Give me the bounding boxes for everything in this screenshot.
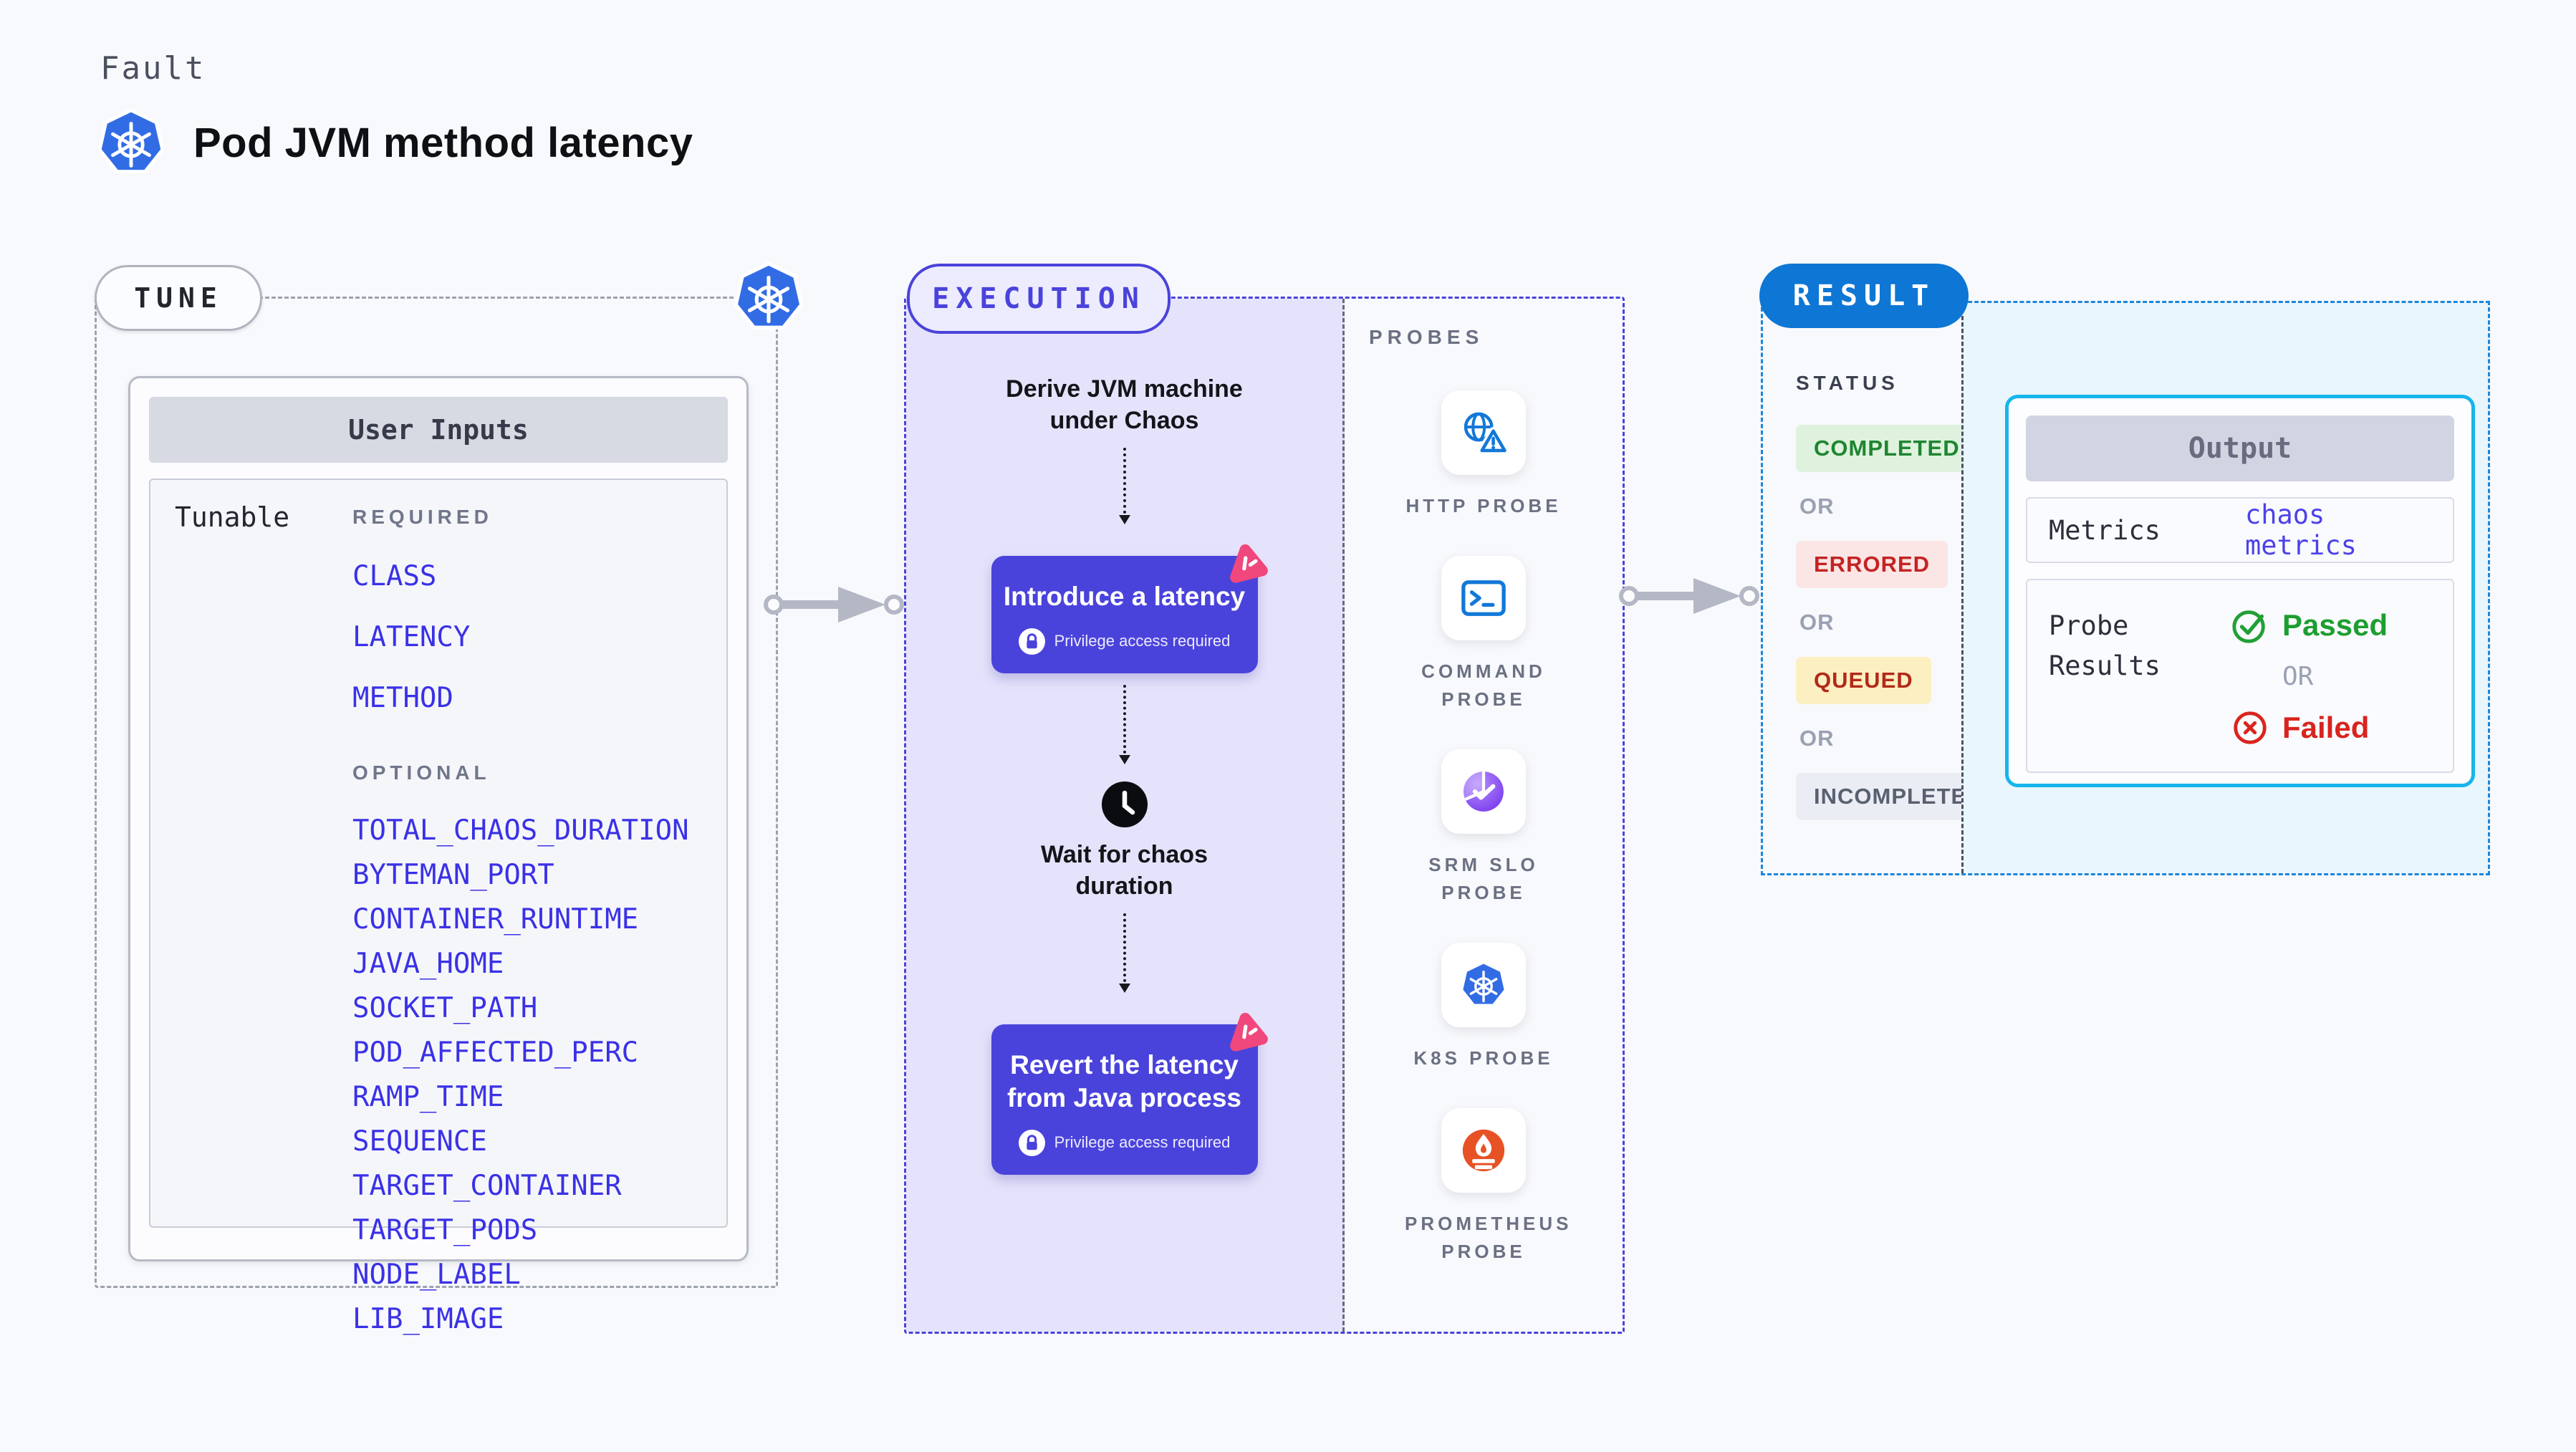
lock-icon — [1019, 1130, 1045, 1156]
tune-section-badge: TUNE — [95, 265, 262, 331]
optional-group-label: OPTIONAL — [352, 761, 491, 784]
privilege-note: Privilege access required — [1054, 1133, 1231, 1151]
metrics-value: chaos metrics — [2244, 499, 2357, 561]
failed-label: Failed — [2282, 711, 2370, 744]
metrics-row: Metrics chaos metrics — [2026, 497, 2454, 563]
execution-flow-panel: Derive JVM machine under Chaos Introduce… — [906, 299, 1345, 1332]
globe-alert-icon — [1459, 408, 1508, 457]
status-badge-queued: QUEUED — [1796, 657, 1931, 704]
failed-verdict: Failed — [2231, 708, 2388, 747]
privilege-note: Privilege access required — [1054, 632, 1231, 650]
revert-latency-title: Revert the latency from Java process — [1006, 1050, 1241, 1113]
probe-results-row: Probe Results Passed OR Failed — [2026, 579, 2454, 773]
revert-latency-card: Revert the latency from Java process Pri… — [991, 1024, 1258, 1175]
param-item: JAVA_HOME — [352, 948, 504, 980]
execution-section: Derive JVM machine under Chaos Introduce… — [904, 297, 1625, 1334]
down-arrow — [1118, 913, 1130, 993]
or-label: OR — [1799, 494, 1835, 519]
lock-icon — [1019, 628, 1045, 655]
result-section: STATUS COMPLETED OR ERRORED OR QUEUED OR… — [1761, 301, 2490, 875]
kubernetes-icon — [732, 261, 805, 334]
param-item: TOTAL_CHAOS_DURATION — [352, 814, 689, 847]
or-label: OR — [1799, 610, 1835, 635]
status-badge-completed: COMPLETED — [1796, 425, 1978, 472]
param-item: NODE_LABEL — [352, 1259, 521, 1291]
user-inputs-title: User Inputs — [149, 397, 728, 463]
execution-to-result-arrow — [1619, 573, 1759, 619]
chaos-spark-icon — [1220, 537, 1274, 591]
command-probe-card — [1441, 556, 1526, 640]
probe-name: HTTP PROBE — [1405, 495, 1562, 516]
param-item: BYTEMAN_PORT — [352, 859, 554, 891]
probe-results-label: Probe Results — [2049, 610, 2161, 681]
metrics-label: Metrics — [2049, 514, 2161, 546]
result-section-badge: RESULT — [1759, 264, 1969, 328]
k8s-probe-card — [1441, 943, 1526, 1027]
param-item: TARGET_CONTAINER — [352, 1170, 622, 1202]
user-inputs-panel: User Inputs Tunable REQUIRED CLASS LATEN… — [128, 376, 749, 1335]
down-arrow — [1118, 684, 1130, 764]
status-badge-errored: ERRORED — [1796, 541, 1948, 588]
terminal-icon — [1459, 574, 1508, 622]
param-item: SEQUENCE — [352, 1125, 487, 1158]
tune-section: User Inputs Tunable REQUIRED CLASS LATEN… — [95, 297, 778, 1335]
probe-item: PROMETHEUS PROBE — [1405, 1108, 1572, 1266]
http-probe-card — [1441, 390, 1526, 475]
kubernetes-icon — [1459, 961, 1508, 1009]
page-header: Pod JVM method latency — [96, 107, 693, 178]
wait-step-text: Wait for chaos duration — [1041, 840, 1208, 900]
probe-item: HTTP PROBE — [1401, 390, 1566, 520]
probe-item: COMMAND PROBE — [1416, 556, 1552, 713]
or-label: OR — [1799, 726, 1835, 751]
output-panel: Output Metrics chaos metrics Probe Resul… — [1961, 303, 2488, 873]
introduce-latency-title: Introduce a latency — [1003, 582, 1246, 612]
output-box: Output Metrics chaos metrics Probe Resul… — [2005, 395, 2475, 787]
fault-kicker: Fault — [100, 50, 206, 87]
probe-name: PROMETHEUS PROBE — [1405, 1213, 1572, 1262]
clock-icon — [1100, 780, 1149, 829]
probe-name: K8S PROBE — [1413, 1047, 1554, 1069]
param-item: LATENCY — [352, 621, 471, 653]
user-inputs-list: Tunable REQUIRED CLASS LATENCY METHOD OP… — [149, 479, 728, 1335]
param-item: POD_AFFECTED_PERC — [352, 1037, 639, 1069]
passed-verdict: Passed — [2231, 606, 2388, 645]
tunable-label: Tunable — [175, 501, 290, 533]
output-title: Output — [2026, 415, 2454, 481]
status-column: STATUS COMPLETED OR ERRORED OR QUEUED OR… — [1763, 303, 2001, 873]
or-label: OR — [2282, 662, 2314, 691]
probe-name: COMMAND PROBE — [1421, 660, 1546, 710]
param-item: TARGET_PODS — [352, 1214, 538, 1246]
srm-slo-probe-card — [1441, 749, 1526, 834]
param-item: CLASS — [352, 560, 437, 592]
status-label: STATUS — [1796, 372, 1899, 394]
param-item: LIB_IMAGE — [352, 1303, 504, 1335]
tune-to-execution-arrow — [764, 582, 904, 628]
page-title: Pod JVM method latency — [193, 119, 693, 166]
required-group-label: REQUIRED — [352, 506, 493, 528]
probe-item: SRM SLO PROBE — [1416, 749, 1552, 907]
slo-gauge-icon — [1459, 767, 1508, 816]
kubernetes-icon — [96, 107, 166, 178]
x-circle-icon — [2231, 708, 2269, 747]
chaos-spark-icon — [1220, 1006, 1274, 1059]
param-item: RAMP_TIME — [352, 1081, 504, 1113]
param-item: CONTAINER_RUNTIME — [352, 903, 639, 936]
probes-label: PROBES — [1369, 326, 1484, 348]
check-circle-icon — [2231, 606, 2269, 645]
down-arrow — [1118, 448, 1130, 525]
introduce-latency-card: Introduce a latency Privilege access req… — [991, 556, 1258, 673]
prometheus-icon — [1459, 1126, 1508, 1175]
passed-label: Passed — [2282, 608, 2388, 642]
probes-panel: PROBES HTTP PROBE COMMAND PROBE SRM SLO … — [1345, 299, 1623, 1332]
prometheus-probe-card — [1441, 1108, 1526, 1193]
probe-item: K8S PROBE — [1401, 943, 1566, 1072]
execution-section-badge: EXECUTION — [907, 264, 1171, 334]
param-item: METHOD — [352, 682, 453, 714]
probe-name: SRM SLO PROBE — [1428, 854, 1539, 903]
param-item: SOCKET_PATH — [352, 992, 538, 1024]
derive-step-text: Derive JVM machine under Chaos — [1006, 375, 1243, 435]
